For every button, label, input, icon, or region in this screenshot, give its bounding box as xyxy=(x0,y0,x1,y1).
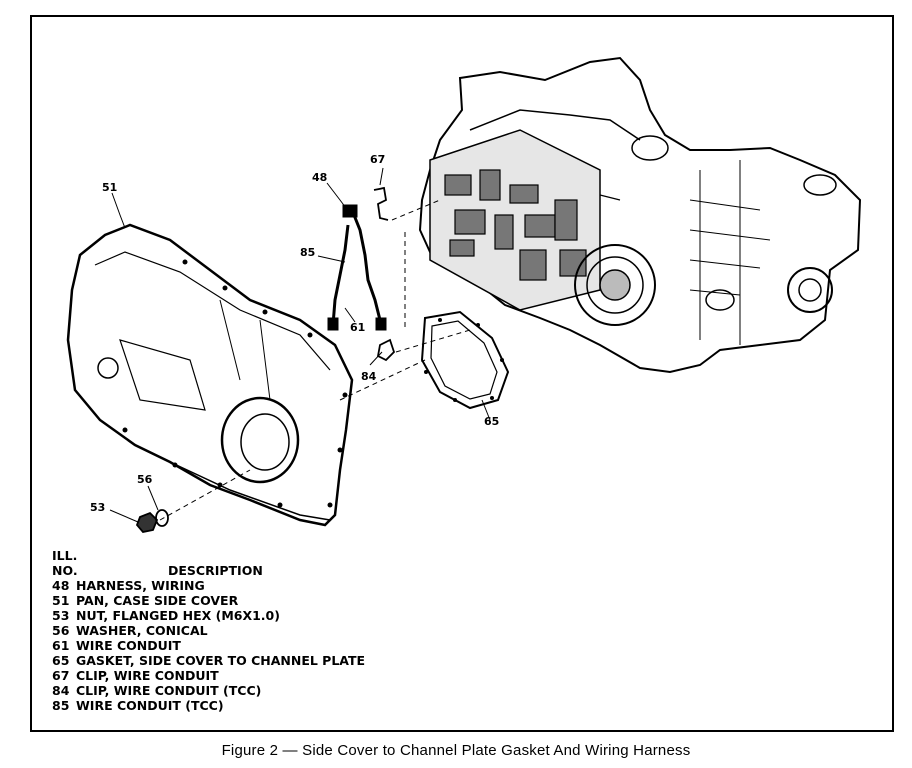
callout-67: 67 xyxy=(370,153,386,166)
legend-description-label: DESCRIPTION xyxy=(168,563,263,578)
legend-ill-label: ILL. xyxy=(52,548,78,563)
callout-48: 48 xyxy=(312,171,328,184)
callout-56: 56 xyxy=(137,473,153,486)
transmission-assembly xyxy=(418,56,862,374)
callout-85: 85 xyxy=(300,246,316,259)
callout-61: 61 xyxy=(350,321,366,334)
callout-84: 84 xyxy=(361,370,377,383)
legend-no-label: NO. xyxy=(52,563,78,578)
callout-51: 51 xyxy=(102,181,118,194)
callout-65: 65 xyxy=(484,415,500,428)
gasket-65 xyxy=(420,310,510,410)
leader-lines xyxy=(109,167,491,523)
figure-border xyxy=(30,15,894,732)
callout-53: 53 xyxy=(90,501,106,514)
side-cover-pan xyxy=(66,223,354,527)
legend-header: NO. DESCRIPTION xyxy=(52,563,365,578)
wiring-harness xyxy=(135,186,396,533)
figure-caption: Figure 2 — Side Cover to Channel Plate G… xyxy=(221,742,691,759)
